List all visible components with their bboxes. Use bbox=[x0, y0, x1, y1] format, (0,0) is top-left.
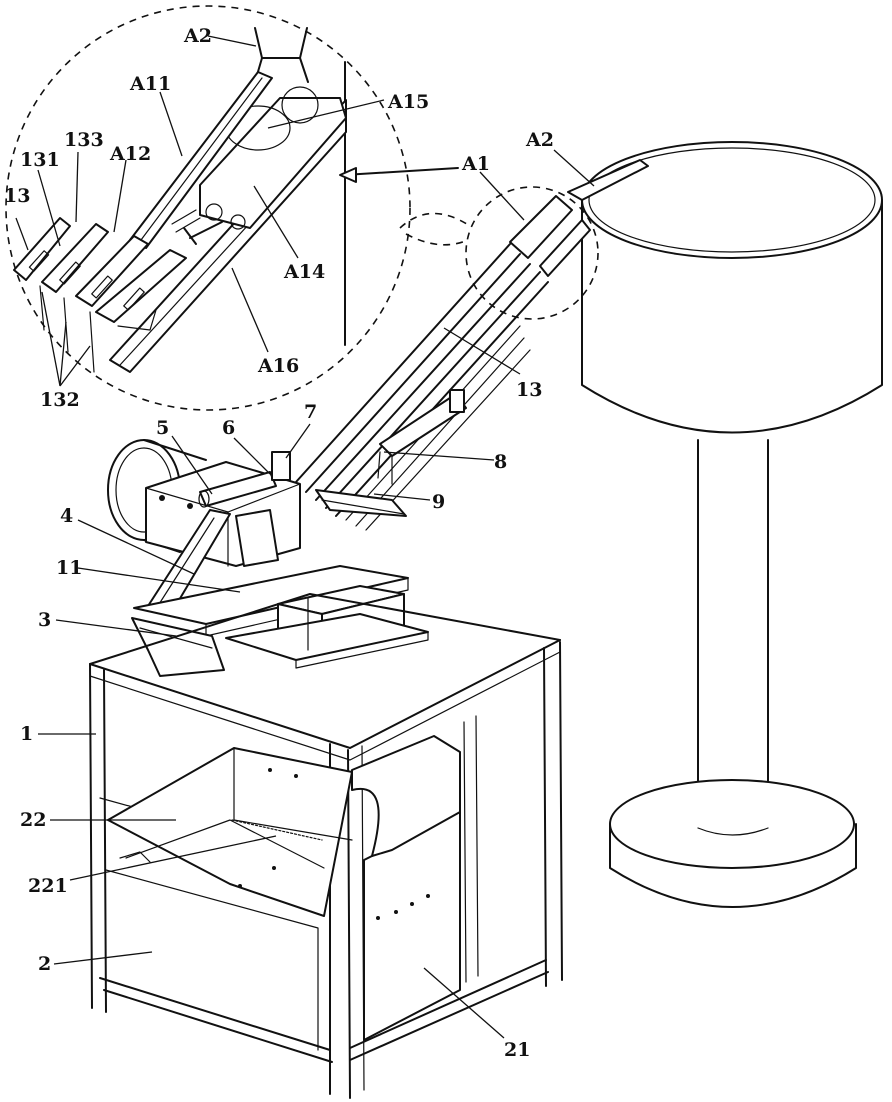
detail-connector-dashed-2 bbox=[406, 234, 468, 245]
label-133: 133 bbox=[64, 129, 104, 151]
motor-cylinder bbox=[236, 510, 278, 566]
label-131: 131 bbox=[20, 149, 60, 171]
label-a2-top: A2 bbox=[183, 25, 212, 47]
lead-a11 bbox=[160, 92, 182, 156]
label-a11: A11 bbox=[129, 73, 171, 95]
tray-dot-3 bbox=[238, 884, 242, 888]
tray-dot-2 bbox=[294, 774, 298, 778]
label-8: 8 bbox=[494, 451, 507, 473]
cylinder-cap-8 bbox=[450, 390, 464, 412]
detail-view-a1 bbox=[6, 6, 470, 410]
label-a2-right: A2 bbox=[525, 129, 554, 151]
label-221: 221 bbox=[28, 875, 68, 897]
label-21: 21 bbox=[504, 1039, 530, 1061]
lead-13-left bbox=[16, 218, 28, 250]
bowl-base-top bbox=[610, 780, 854, 868]
label-22: 22 bbox=[20, 809, 46, 831]
bowl-top-ellipse bbox=[582, 142, 882, 258]
tray-lip bbox=[120, 852, 150, 862]
feed-track-assembly bbox=[296, 187, 598, 530]
cabinet-dot-4 bbox=[376, 916, 380, 920]
bowl-stem bbox=[698, 440, 768, 830]
vibratory-feeder-bowl bbox=[568, 142, 882, 907]
tray-dot-1 bbox=[268, 768, 272, 772]
detail-connector-dashed bbox=[400, 213, 470, 228]
head-bolt-2 bbox=[187, 503, 193, 509]
label-a15: A15 bbox=[387, 91, 429, 113]
detail-shaft bbox=[184, 222, 222, 244]
label-6: 6 bbox=[222, 417, 235, 439]
lead-a16 bbox=[232, 268, 268, 352]
frame-bottom-front bbox=[100, 978, 332, 1062]
cabinet-dot-2 bbox=[410, 902, 414, 906]
lead-2 bbox=[54, 952, 152, 964]
head-bolt-1 bbox=[159, 495, 165, 501]
track-rail-4 bbox=[326, 272, 540, 508]
label-13-right: 13 bbox=[516, 379, 542, 401]
track-rail-2 bbox=[306, 254, 520, 492]
lead-a1 bbox=[480, 172, 524, 220]
label-11: 11 bbox=[56, 557, 82, 579]
main-machine bbox=[90, 440, 562, 1098]
label-a12: A12 bbox=[109, 143, 151, 165]
label-5: 5 bbox=[156, 417, 169, 439]
tray-dot-4 bbox=[272, 866, 276, 870]
lead-133 bbox=[76, 152, 78, 222]
lead-a2-right bbox=[554, 150, 594, 186]
lead-a2-top bbox=[208, 36, 256, 46]
label-3: 3 bbox=[38, 609, 51, 631]
label-7: 7 bbox=[304, 401, 317, 423]
label-13-left: 13 bbox=[4, 185, 30, 207]
tray-22 bbox=[108, 748, 352, 916]
label-132: 132 bbox=[40, 389, 80, 411]
label-4: 4 bbox=[60, 505, 73, 527]
label-a14: A14 bbox=[283, 261, 325, 283]
label-1: 1 bbox=[20, 723, 33, 745]
lead-7 bbox=[286, 424, 310, 458]
frame-right-back bbox=[544, 642, 562, 986]
detail-arrow-a1-head bbox=[340, 168, 356, 182]
frame-lower-rail bbox=[464, 716, 478, 982]
cabinet-dot-3 bbox=[426, 894, 430, 898]
label-9: 9 bbox=[432, 491, 445, 513]
lead-132 bbox=[42, 292, 90, 386]
lead-a12 bbox=[114, 160, 126, 232]
detail-small-screw bbox=[172, 210, 200, 232]
label-2: 2 bbox=[38, 953, 51, 975]
label-a1: A1 bbox=[461, 153, 490, 175]
detail-arrow-a1 bbox=[344, 168, 458, 175]
cabinet-dot-1 bbox=[394, 910, 398, 914]
label-a16: A16 bbox=[257, 355, 299, 377]
